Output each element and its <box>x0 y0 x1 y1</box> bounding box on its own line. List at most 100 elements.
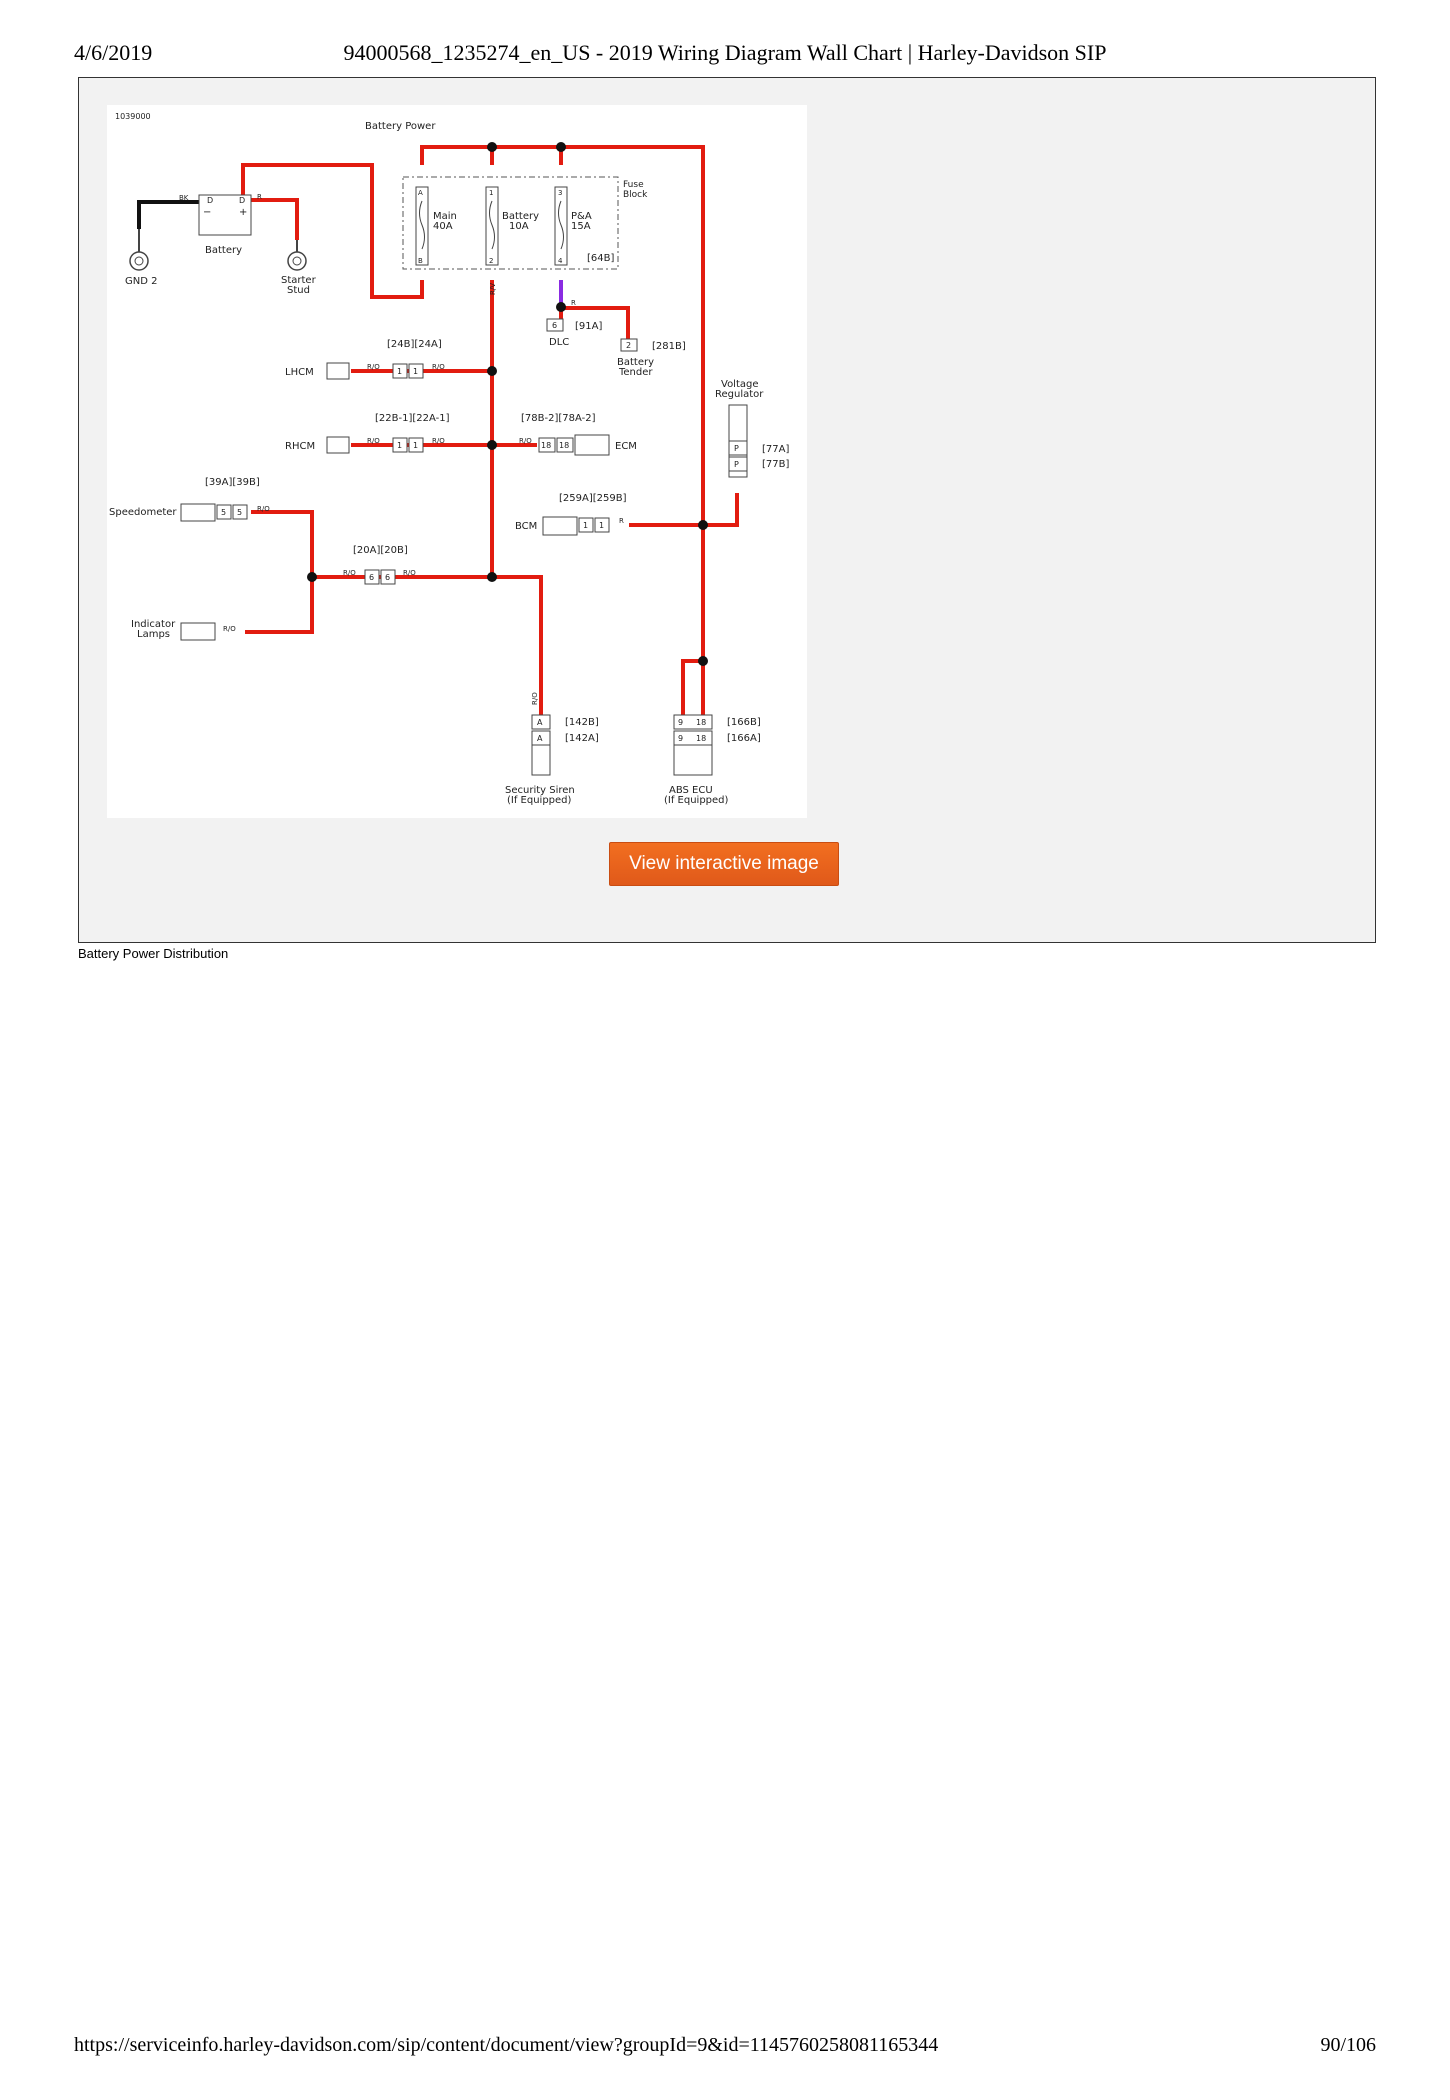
tender-pin: 2 <box>626 341 631 350</box>
splice-dot <box>487 572 497 582</box>
fuse-block-label-2: Block <box>623 190 648 200</box>
dlc-connector: [91A] <box>575 321 602 332</box>
splice-dot <box>556 302 566 312</box>
wire-label-ro-speedo: R/O <box>257 505 270 513</box>
fuse-battery-element <box>489 200 495 250</box>
wire-label-ro-siren: R/O <box>531 692 539 705</box>
wire-label-ro-rhcm-a: R/O <box>367 437 380 445</box>
speedometer-body <box>180 503 216 522</box>
rhcm-pin-a: 1 <box>397 441 402 450</box>
wire-label-rv: R/V <box>489 283 497 295</box>
battery-neg-sign: − <box>203 207 211 218</box>
ground-label: GND 2 <box>125 276 157 287</box>
rhcm-pin-b: 1 <box>413 441 418 450</box>
splice-dot <box>487 142 497 152</box>
ecm-body <box>574 434 610 456</box>
indicator-label-1: Indicator <box>131 619 176 630</box>
print-url: https://serviceinfo.harley-davidson.com/… <box>74 2034 939 2056</box>
ecm-pin-box-b <box>556 437 574 453</box>
splice-dot <box>487 366 497 376</box>
abs-label-2: (If Equipped) <box>664 795 729 806</box>
regulator-pin-bottom: P <box>734 460 739 469</box>
tender-pin-box <box>620 338 638 352</box>
wire-label-ro-ecm: R/O <box>519 437 532 445</box>
splice-pin-a: 6 <box>369 573 374 582</box>
starter-label-1: Starter <box>281 275 317 286</box>
wire-label-ro-splice-b: R/O <box>403 569 416 577</box>
speedometer-pin-a: 5 <box>221 508 226 517</box>
indicator-label-2: Lamps <box>137 629 170 640</box>
rhcm-pin-box-a <box>392 437 408 453</box>
abs-pin-a-bottom: 9 <box>678 734 683 743</box>
bcm-label: BCM <box>515 521 537 532</box>
rhcm-pin-box-b <box>408 437 424 453</box>
dlc-pin-box <box>546 318 564 332</box>
fuse-main-bottom-pin: B <box>418 257 423 265</box>
abs-label-1: ABS ECU <box>669 785 713 796</box>
wire-battery-fuse-trunk <box>490 280 543 720</box>
fuse-pa-bottom-pin: 4 <box>558 257 563 265</box>
bcm-body <box>542 516 578 536</box>
print-date: 4/6/2019 <box>74 40 153 65</box>
siren-label-1: Security Siren <box>505 785 575 796</box>
splice-dot <box>487 440 497 450</box>
fuse-pa-name: P&A <box>571 211 592 222</box>
fuse-battery: 1 2 Battery 10A <box>485 186 539 266</box>
battery-pos-sign: + <box>239 207 247 218</box>
siren-conn-b: [142A] <box>565 733 599 744</box>
tender-label-1: Battery <box>617 357 654 368</box>
tender-connector: [281B] <box>652 341 686 352</box>
abs-body <box>673 744 713 776</box>
fuse-main-top-pin: A <box>418 189 423 197</box>
indicator-body <box>180 622 216 641</box>
regulator-pin-top-box <box>728 440 748 456</box>
rhcm-label: RHCM <box>285 441 315 452</box>
lhcm-pin-a: 1 <box>397 367 402 376</box>
fuse-battery-name: Battery <box>502 211 539 222</box>
lhcm-pin-box-a <box>392 363 408 379</box>
siren-pin-bottom: A <box>537 734 543 743</box>
lhcm-body <box>326 362 350 380</box>
speedometer-pin-box-b <box>232 504 248 520</box>
starter-terminal-inner <box>292 256 302 266</box>
regulator-conn-b: [77B] <box>762 459 789 470</box>
splice-connectors: [20A][20B] <box>353 545 408 556</box>
ecm-label: ECM <box>615 441 637 452</box>
wire-to-speedometer <box>245 510 314 634</box>
splice-pin-box-a <box>364 569 380 585</box>
fuse-block-connector: [64B] <box>587 253 614 264</box>
fuse-battery-rating: 10A <box>509 221 529 232</box>
bcm-pin-a: 1 <box>583 521 588 530</box>
splice-pin-box-b <box>380 569 396 585</box>
siren-pin-box-top <box>531 714 551 730</box>
abs-pin-a-top: 9 <box>678 718 683 727</box>
wire-label-r-dlc: R <box>571 299 576 307</box>
fuse-pa: 3 4 P&A 15A <box>554 186 592 266</box>
abs-conn-b: [166A] <box>727 733 761 744</box>
abs-conn-a: [166B] <box>727 717 761 728</box>
battery-label: Battery <box>205 245 242 256</box>
abs-pin-box-top <box>673 714 713 730</box>
speedometer-pin-b: 5 <box>237 508 242 517</box>
tender-label-2: Tender <box>618 367 653 378</box>
view-interactive-image-button[interactable]: View interactive image <box>609 842 839 886</box>
ecm-pin-box-a <box>538 437 556 453</box>
battery-pos-pin: D <box>239 196 245 205</box>
abs-pin-b-bottom: 18 <box>696 734 706 743</box>
bcm-pin-b: 1 <box>599 521 604 530</box>
siren-pin-top: A <box>537 718 543 727</box>
dlc-pin: 6 <box>552 321 557 330</box>
diagram-image-id: 1039000 <box>115 112 151 121</box>
figure-caption: Battery Power Distribution <box>78 946 229 961</box>
fuse-block-label-1: Fuse <box>623 180 644 190</box>
lhcm-pin-box-b <box>408 363 424 379</box>
print-page-title: 94000568_1235274_en_US - 2019 Wiring Dia… <box>343 40 1107 65</box>
ecm-pin-a: 18 <box>541 441 551 450</box>
lhcm-connectors: [24B][24A] <box>387 339 442 350</box>
fuse-pa-top-pin: 3 <box>558 189 562 197</box>
wiring-diagram: 1039000 Battery Power <box>107 105 807 818</box>
wire-label-r-bcm: R <box>619 517 624 525</box>
bcm-pin-box-b <box>594 517 610 533</box>
wire-label-r: R <box>257 193 262 201</box>
splice-dot <box>698 520 708 530</box>
